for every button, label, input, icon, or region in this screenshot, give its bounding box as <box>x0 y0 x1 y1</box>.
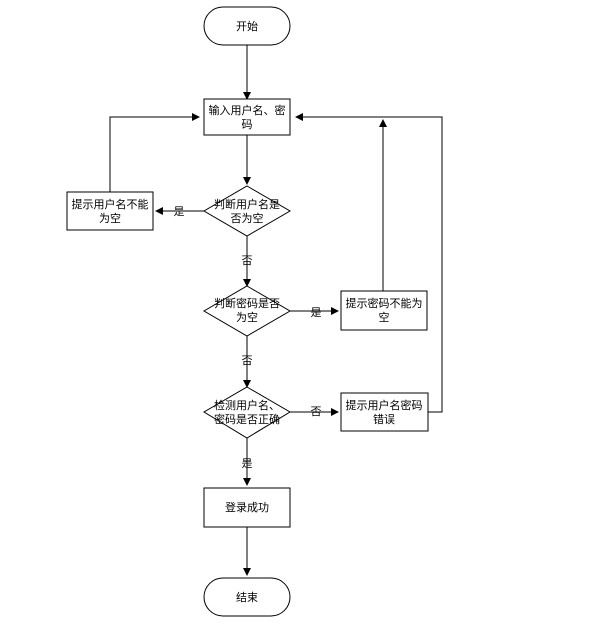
check-user-empty-text-line2: 否为空 <box>231 211 264 225</box>
end-terminator <box>203 577 291 617</box>
success-text: 登录成功 <box>225 500 269 514</box>
label-pwd-empty-no: 否 <box>242 354 253 367</box>
input-text-line2: 码 <box>242 118 253 131</box>
prompt-user-empty-text-line1: 提示用户名不能 <box>72 197 149 211</box>
edges <box>109 45 443 576</box>
verify-text-line2: 密码是否正确 <box>214 412 280 426</box>
node-prompt-pwd-empty: 提示密码不能为 空 <box>340 290 428 331</box>
node-prompt-user-empty: 提示用户名不能 为空 <box>66 191 154 231</box>
prompt-pwd-empty-text-line1: 提示密码不能为 <box>346 296 423 310</box>
prompt-wrong-text-line2: 错误 <box>373 412 395 426</box>
verify-text-line1: 检测用户名、 <box>214 398 280 412</box>
node-start: 开始 <box>203 6 291 46</box>
check-pwd-empty-text-line1: 判断密码是否 <box>214 296 280 310</box>
prompt-user-empty-process <box>66 191 154 231</box>
verify-decision <box>203 386 291 439</box>
label-user-empty-no: 否 <box>242 254 253 267</box>
input-process <box>203 98 291 136</box>
edge-prompt-user-back-to-input <box>109 113 200 192</box>
edge-labels: 是 否 是 否 否 是 <box>174 205 322 470</box>
label-verify-no: 否 <box>311 405 322 418</box>
prompt-wrong-process <box>340 392 429 432</box>
edge-prompt-wrong-back-to-input <box>295 113 443 413</box>
prompt-pwd-empty-process <box>340 290 428 331</box>
end-text: 结束 <box>236 591 258 604</box>
node-verify: 检测用户名、 密码是否正确 <box>203 386 291 439</box>
prompt-wrong-text-line1: 提示用户名密码 <box>346 398 423 412</box>
success-process <box>203 487 291 528</box>
check-user-empty-decision <box>203 185 291 237</box>
start-text: 开始 <box>236 19 258 33</box>
check-pwd-empty-text-line2: 为空 <box>236 310 258 324</box>
prompt-user-empty-text-line2: 为空 <box>99 211 121 225</box>
node-prompt-wrong: 提示用户名密码 错误 <box>340 392 429 432</box>
node-success: 登录成功 <box>203 487 291 528</box>
label-pwd-empty-yes: 是 <box>311 306 322 319</box>
node-check-pwd-empty: 判断密码是否 为空 <box>203 285 291 337</box>
check-user-empty-text-line1: 判断用户名是 <box>214 197 280 211</box>
prompt-pwd-empty-text-line2: 空 <box>379 310 390 324</box>
check-pwd-empty-decision <box>203 285 291 337</box>
label-verify-yes: 是 <box>242 457 253 470</box>
node-end: 结束 <box>203 577 291 617</box>
node-check-user-empty: 判断用户名是 否为空 <box>203 185 291 237</box>
node-input: 输入用户名、密 码 <box>203 98 291 136</box>
start-terminator <box>203 6 291 46</box>
label-user-empty-yes: 是 <box>174 205 185 218</box>
input-text-line1: 输入用户名、密 <box>209 103 286 117</box>
